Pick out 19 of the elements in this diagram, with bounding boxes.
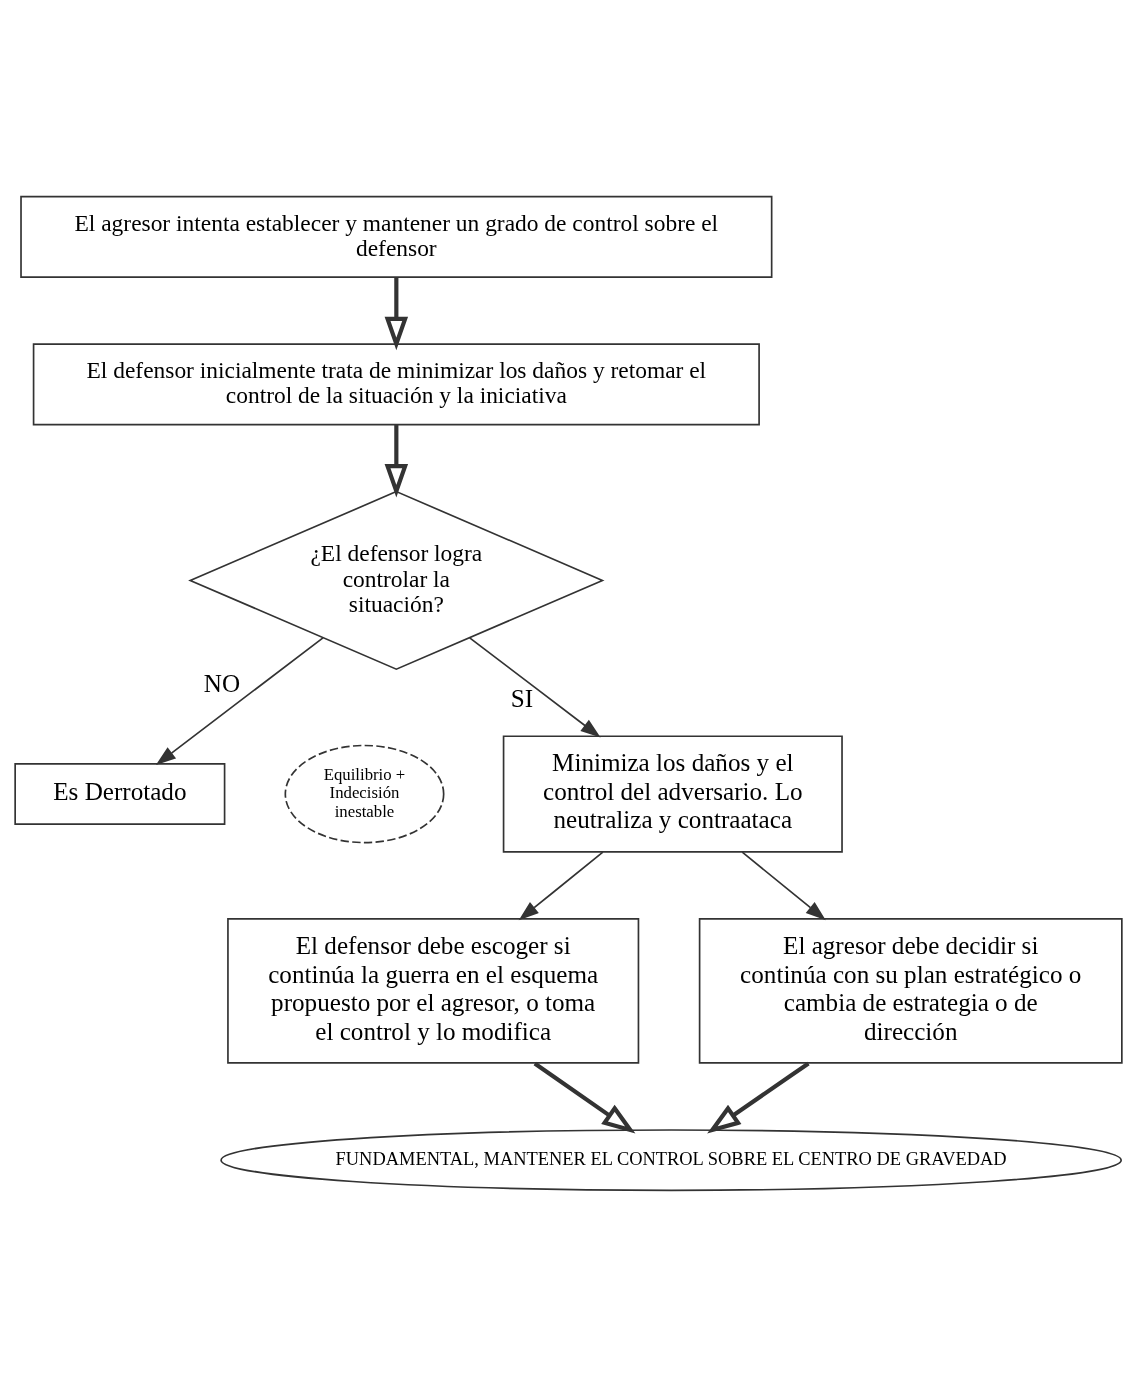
node-diamond: ¿El defensor logra controlar la situación? bbox=[188, 490, 605, 671]
node-box: El agresor debe decidir si continúa con su plan estratégico o cambia de estrategia o de dirección bbox=[698, 918, 1123, 1064]
node-box: Minimiza los daños y el control del adversario. Lo neutraliza y contraataca bbox=[502, 735, 843, 853]
arrow bbox=[468, 637, 601, 738]
arrow bbox=[155, 637, 324, 766]
arrow bbox=[533, 1061, 636, 1134]
edge-label: SI bbox=[510, 684, 534, 712]
node-box: Es Derrotado bbox=[14, 763, 226, 826]
node-box: El defensor debe escoger si continúa la guerra en el esquema propuesto por el agresor, o toma el control y lo modifica bbox=[227, 918, 640, 1064]
arrow bbox=[384, 277, 409, 351]
node-box: El agresor intenta establecer y mantener un grado de control sobre el defensor bbox=[20, 195, 773, 278]
arrow bbox=[384, 425, 409, 498]
node-ellipse: Equilibrio + Indecisión inestable bbox=[284, 744, 445, 844]
arrow bbox=[518, 851, 604, 921]
arrow bbox=[707, 1061, 810, 1134]
arrow bbox=[741, 851, 826, 921]
node-box: El defensor inicialmente trata de minimizar los daños y retomar el control de la situación y la iniciativa bbox=[32, 343, 760, 426]
edge-label: NO bbox=[203, 670, 241, 698]
node-ellipse: FUNDAMENTAL, MANTENER EL CONTROL SOBRE EL CENTRO DE GRAVEDAD bbox=[220, 1129, 1122, 1192]
